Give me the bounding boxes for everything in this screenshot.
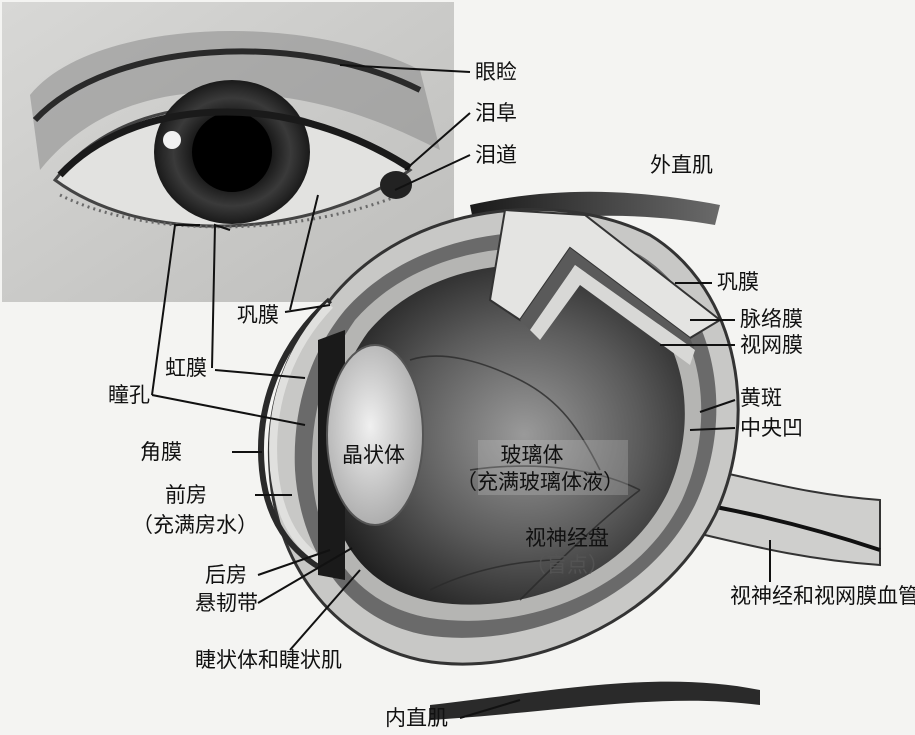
label-sclera-right: 巩膜 <box>717 272 759 293</box>
label-vitreous-note: （充满玻璃体液） <box>456 472 624 493</box>
label-eyelid: 眼睑 <box>475 62 517 83</box>
label-sclera-left: 巩膜 <box>237 305 279 326</box>
label-anterior-chamber-note: （充满房水） <box>132 515 258 536</box>
label-choroid: 脉络膜 <box>740 309 803 330</box>
label-posterior-chamber: 后房 <box>205 565 247 586</box>
label-lens: 晶状体 <box>342 445 405 466</box>
label-zonule: 悬韧带 <box>195 593 258 614</box>
label-fovea: 中央凹 <box>740 418 803 439</box>
label-pupil: 瞳孔 <box>108 385 150 406</box>
label-retina: 视网膜 <box>740 335 803 356</box>
label-ciliary-body: 睫状体和睫状肌 <box>195 650 342 671</box>
label-medial-rectus: 内直肌 <box>385 708 448 729</box>
label-macula: 黄斑 <box>740 388 782 409</box>
label-vitreous: 玻璃体 <box>501 445 564 466</box>
optic-nerve <box>705 470 880 565</box>
label-lacrimal-duct: 泪道 <box>475 145 517 166</box>
label-optic-nerve-vessels: 视神经和视网膜血管 <box>730 586 915 607</box>
label-iris: 虹膜 <box>165 358 207 379</box>
label-lateral-rectus: 外直肌 <box>650 155 713 176</box>
lens-shape <box>327 345 423 525</box>
label-optic-disc: 视神经盘 <box>525 528 609 549</box>
medial-rectus-muscle <box>430 682 760 720</box>
label-anterior-chamber: 前房 <box>165 485 207 506</box>
label-cornea: 角膜 <box>140 442 182 463</box>
label-optic-disc-note: （盲点） <box>525 555 609 576</box>
label-lacrimal-caruncle: 泪阜 <box>475 103 517 124</box>
